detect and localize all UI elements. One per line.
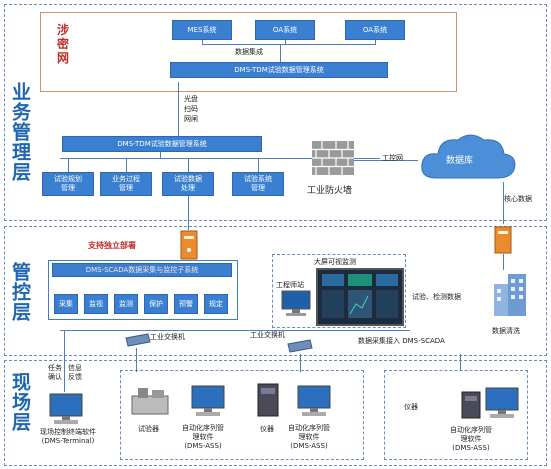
industrial-net-label: 工控网 [382,154,403,162]
independent-deploy-label: 支持独立部署 [88,241,136,250]
instrument-label-1: 仪器 [260,425,274,433]
business-layer-frame [4,4,547,221]
auto-software-label-3: 自动化序列管 理软件 (DMS-ASS) [450,426,492,452]
connector [68,158,69,172]
instrument-label-2: 仪器 [404,403,418,411]
core-data-arrow [503,182,504,224]
control-layer-label: 管控层 [9,262,31,322]
connector [375,40,376,45]
scada-box [48,260,238,320]
scada-title-box: DMS-SCADA数据采集与监控子系统 [52,263,232,277]
business-bus-line [60,158,380,159]
connector [202,40,203,45]
connector [188,158,189,172]
secret-network-box [40,12,457,92]
integration-line [202,44,375,45]
data-server-icon [494,226,512,254]
module-data-box: 试验数据 处理 [162,172,214,196]
scada-module-monitor: 监视 [84,294,108,314]
building-icon [490,270,530,316]
control-bus-line [60,330,410,331]
net-line [354,160,418,161]
secret-network-label: 涉密网 [57,23,70,65]
module-plan-box: 试验规划 管理 [42,172,94,196]
database-label: 数据库 [446,156,474,166]
big-screen-display [316,268,404,326]
field-layer-label: 现场层 [9,372,31,432]
instrument-icon-1 [256,382,280,418]
connector [280,44,281,62]
dms-tdm-mid-box: DMS-TDM试验数据管理系统 [62,136,262,152]
oa-system-box-1: OA系统 [255,20,315,40]
tester-device-icon [130,386,170,416]
dms-tdm-top-box: DMS-TDM试验数据管理系统 [170,62,388,78]
scada-title-text: DMS-SCADA数据采集与监控子系统 [85,265,199,274]
core-data-label: 核心数据 [504,195,532,203]
auto-pc-icon-3 [484,386,520,420]
instrument-icon-2 [460,390,482,420]
field-group-frame-1 [120,370,364,460]
connector [136,348,137,372]
transfer-label: 光盘 扫码 网闸 [184,95,198,123]
test-data-label: 试验、检测数据 [412,293,461,301]
terminal-pc-icon [48,392,84,426]
data-access-label: 数据采集接入 DMS-SCADA [358,337,445,345]
connector [64,330,65,392]
control-layer-frame [4,226,547,356]
connector [126,158,127,172]
connector [188,196,189,230]
database-cloud-icon [418,130,518,182]
connector [285,40,286,45]
field-layer-frame [4,360,547,466]
switch-icon-2 [286,338,314,354]
module-process-box: 业务过程 管理 [100,172,152,196]
firewall-label: 工业防火墙 [307,186,353,196]
scada-module-detect: 监测 [114,294,138,314]
connector [300,354,301,372]
switch-icon-1 [124,332,152,348]
switch-label-1: 工业交换机 [150,333,185,341]
connector [460,354,461,370]
dms-tdm-top-text: DMS-TDM试验数据管理系统 [234,65,324,74]
scada-module-alert: 预警 [174,294,198,314]
auto-software-label-1: 自动化序列管 理软件 (DMS-ASS) [182,424,224,450]
auto-pc-icon-2 [296,384,332,418]
terminal-software-label: 现场控制终端软件 (DMS-Terminal) [40,428,96,445]
firewall-icon [312,141,354,175]
scada-module-rule: 规定 [204,294,228,314]
big-screen-label: 大屏可视监测 [314,258,356,266]
scada-module-protect: 保护 [144,294,168,314]
engineer-pc-icon [280,290,312,318]
connector [258,158,259,172]
data-clean-label: 数据清洗 [492,327,520,335]
info-feedback-label: 信息 反馈 [68,364,82,381]
big-screen-frame [272,254,406,328]
switch-label-2: 工业交换机 [250,331,285,339]
data-integration-label: 数据集成 [235,48,263,56]
mes-system-box: MES系统 [172,20,232,40]
transfer-arrow [178,82,179,136]
auto-software-label-2: 自动化序列管 理软件 (DMS-ASS) [288,424,330,450]
auto-pc-icon-1 [190,384,226,418]
oa-system-box-2: OA系统 [345,20,405,40]
control-server-icon [180,230,198,260]
connector [503,254,504,270]
engineer-station-label: 工程师站 [276,281,304,289]
module-system-box: 试验系统 管理 [232,172,284,196]
scada-module-collect: 采集 [54,294,78,314]
field-group-frame-2 [384,370,528,460]
tester-label: 试验器 [138,425,159,433]
connector [160,152,161,158]
business-layer-label: 业务管理层 [9,82,31,182]
task-confirm-label: 任务 确认 [48,364,62,381]
